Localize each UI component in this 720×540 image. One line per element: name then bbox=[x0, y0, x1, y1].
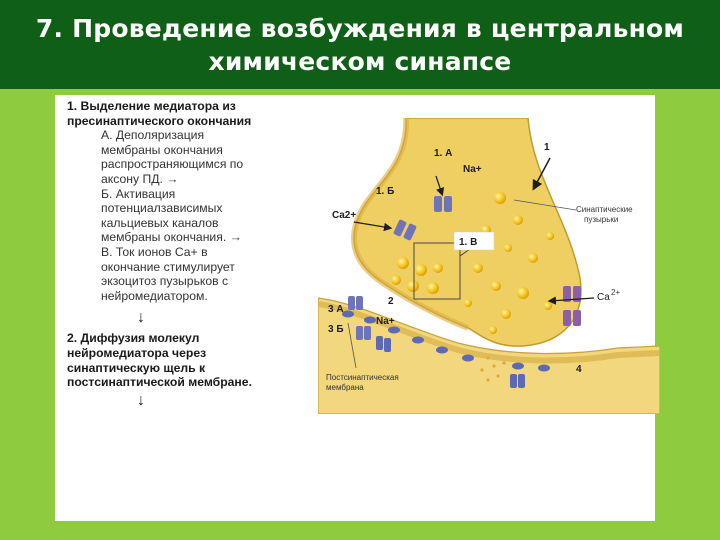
receptor bbox=[364, 317, 376, 324]
item-b-line: Б. Активация bbox=[67, 187, 312, 202]
label-ca-right-sup: 2+ bbox=[611, 288, 620, 297]
receptor bbox=[412, 337, 424, 344]
receptor bbox=[538, 365, 550, 372]
item-v-line: экзоцитоз пузырьков с bbox=[67, 274, 312, 289]
receptor bbox=[512, 363, 524, 370]
item-a-line: распространяющимся по bbox=[67, 157, 312, 172]
item-a-line: А. Деполяризация bbox=[67, 128, 312, 143]
text-column: 1. Выделение медиатора из пресинаптическ… bbox=[67, 99, 312, 410]
vesicle bbox=[513, 215, 523, 225]
down-arrow-icon: ↓ bbox=[67, 392, 312, 410]
mediator-dot bbox=[486, 378, 489, 381]
slide-title: 7. Проведение возбуждения в центральном … bbox=[0, 0, 720, 89]
label-1a: 1. А bbox=[434, 148, 452, 159]
label-1v: 1. В bbox=[459, 237, 477, 248]
item-b-line: кальциевых каналов bbox=[67, 216, 312, 231]
label-post-line-1: Постсинаптическая bbox=[326, 373, 399, 382]
receptor bbox=[388, 327, 400, 334]
item-v-line: окончание стимулирует bbox=[67, 260, 312, 275]
mediator-dot bbox=[492, 364, 495, 367]
label-post-line-2: мембрана bbox=[326, 383, 364, 392]
title-line-1: 7. Проведение возбуждения в центральном bbox=[36, 12, 684, 45]
mediator-dot bbox=[480, 368, 483, 371]
item-b-line: мембраны окончания. → bbox=[67, 230, 312, 245]
step2-heading-line: 2. Диффузия молекул bbox=[67, 331, 312, 346]
receptor bbox=[510, 374, 517, 388]
receptor bbox=[518, 374, 525, 388]
vesicle bbox=[501, 309, 511, 319]
vesicle bbox=[464, 299, 472, 307]
down-arrow-icon: ↓ bbox=[67, 309, 312, 327]
label-vesicles-line-2: пузырьки bbox=[584, 215, 618, 224]
vesicle bbox=[491, 281, 501, 291]
item-v-line: В. Ток ионов Са+ в bbox=[67, 245, 312, 260]
step2-heading-line: нейромедиатора через bbox=[67, 346, 312, 361]
item-v-line: нейромедиатором. bbox=[67, 289, 312, 304]
receptor bbox=[376, 336, 383, 350]
synapse-diagram: 1. А Na+ 1 1. Б Ca2+ Синаптические пузыр… bbox=[318, 118, 660, 414]
item-b-line: потенциалзависимых bbox=[67, 201, 312, 216]
vesicle bbox=[407, 280, 419, 292]
vesicle bbox=[546, 232, 554, 240]
vesicle bbox=[494, 192, 506, 204]
item-a-line: аксону ПД. → bbox=[67, 172, 312, 187]
title-line-2: химическом синапсе bbox=[209, 45, 512, 78]
vesicle bbox=[433, 263, 443, 273]
label-na-top: Na+ bbox=[463, 164, 482, 175]
label-2: 2 bbox=[388, 296, 394, 307]
receptor bbox=[342, 311, 354, 318]
label-ca-right: Ca bbox=[597, 292, 610, 303]
receptor bbox=[462, 355, 474, 362]
label-ca-left: Ca2+ bbox=[332, 210, 356, 221]
vesicle bbox=[391, 275, 401, 285]
vesicle bbox=[473, 263, 483, 273]
vesicle bbox=[504, 244, 512, 252]
label-1b: 1. Б bbox=[376, 186, 394, 197]
vesicle bbox=[415, 264, 427, 276]
label-3a: 3 А bbox=[328, 304, 344, 315]
mediator-dot bbox=[486, 356, 489, 359]
label-3b: 3 Б bbox=[328, 324, 344, 335]
label-na-mid: Na+ bbox=[376, 316, 395, 327]
step2-heading-line: синаптическую щель к bbox=[67, 361, 312, 376]
mediator-dot bbox=[502, 361, 505, 364]
vesicle bbox=[397, 257, 409, 269]
receptor bbox=[436, 347, 448, 354]
vesicle bbox=[489, 326, 497, 334]
vesicle bbox=[517, 287, 529, 299]
step1-heading-line-2: пресинаптического окончания bbox=[67, 114, 312, 129]
label-vesicles-line-1: Синаптические bbox=[576, 205, 633, 214]
vesicle bbox=[528, 253, 538, 263]
receptor bbox=[384, 338, 391, 352]
step2-heading-line: постсинаптической мембране. bbox=[67, 375, 312, 390]
mediator-dot bbox=[496, 374, 499, 377]
label-4: 4 bbox=[576, 364, 582, 375]
step1-heading-line-1: 1. Выделение медиатора из bbox=[67, 99, 312, 114]
label-1: 1 bbox=[544, 142, 550, 153]
item-a-line: мембраны окончания bbox=[67, 143, 312, 158]
vesicle bbox=[427, 282, 439, 294]
vesicle bbox=[544, 302, 552, 310]
